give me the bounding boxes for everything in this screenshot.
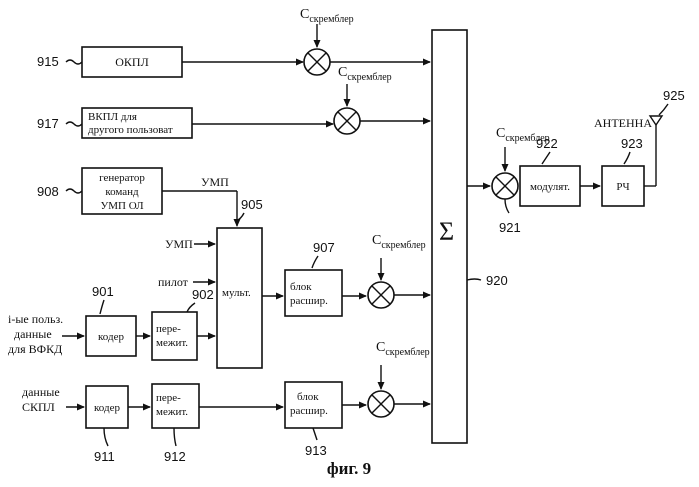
pilot-label: пилот [158,275,189,289]
leader-922 [542,152,550,164]
modulator-label: модулят. [530,181,570,193]
leader-908 [66,189,82,193]
leader-907 [312,256,318,268]
interleaver2-label-1: пере- [156,392,181,404]
okpl-label: ОКПЛ [115,55,148,69]
interleaver1-block [152,312,197,360]
interleaver1-label-1: пере- [156,323,181,335]
scrambler-label-user: Cскремблер [372,233,426,251]
ump-out-label: УМП [201,175,229,189]
spreader2-label-1: блок [297,391,319,403]
input1-label-3: для ВФКД [8,342,62,356]
interleaver2-label-2: межит. [156,406,188,418]
ref-902: 902 [192,287,214,302]
ref-912: 912 [164,449,186,464]
coder2-label: кодер [94,402,120,414]
ref-925: 925 [663,88,685,103]
ref-921: 921 [499,220,521,235]
ref-911: 911 [94,449,115,464]
interleaver1-label-2: межит. [156,337,188,349]
ref-920: 920 [486,273,508,288]
ref-922: 922 [536,136,558,151]
leader-915 [66,60,82,64]
ref-917: 917 [37,116,59,131]
ref-908: 908 [37,184,59,199]
leader-917 [66,122,82,126]
ref-915: 915 [37,54,59,69]
spreader2-label-2: расшир. [290,405,328,417]
input2-label-2: СКПЛ [22,400,55,414]
leader-925 [659,104,668,115]
ref-923: 923 [621,136,643,151]
ref-907: 907 [313,240,335,255]
rf-label: РЧ [616,181,629,193]
input2-label-1: данные [22,385,60,399]
leader-912 [174,428,176,446]
coder1-label: кодер [98,331,124,343]
leader-923 [624,152,630,164]
ref-905: 905 [241,197,263,212]
figure-caption: фиг. 9 [327,459,371,478]
generator-label-3: УМП ОЛ [100,200,144,212]
summer-symbol: Σ [439,217,454,246]
ref-913: 913 [305,443,327,458]
vkpl-label-2: другого пользоват [88,124,173,136]
leader-901 [100,300,104,314]
spreader1-label-1: блок [290,281,312,293]
input1-label-1: i-ые польз. [8,312,63,326]
mux-label: мульт. [222,287,251,299]
generator-label-1: генератор [99,172,145,184]
leader-911 [104,428,108,446]
ump-in-label: УМП [165,237,193,251]
scrambler-label-skpl: Cскремблер [376,340,430,358]
scrambler-label-okpl: Cскремблер [300,7,354,25]
antenna-label: АНТЕННА [594,116,652,130]
leader-913 [313,428,317,440]
leader-902 [187,303,195,312]
leader-921 [505,199,509,213]
generator-label-2: команд [105,186,139,198]
leader-920 [467,279,481,280]
spreader1-label-2: расшир. [290,295,328,307]
vkpl-label-1: ВКПЛ для [88,111,137,123]
scrambler-label-vkpl: Cскремблер [338,65,392,83]
ref-901: 901 [92,284,114,299]
spreader1-block [285,270,342,316]
input1-label-2: данные [14,327,52,341]
